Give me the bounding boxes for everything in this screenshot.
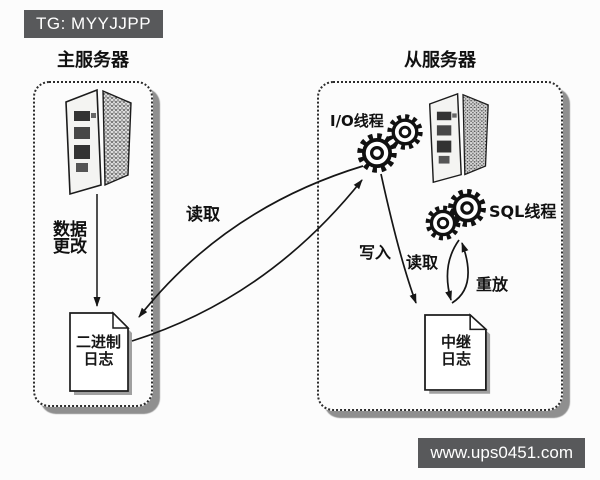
replay-label: 重放 [476, 275, 509, 294]
relay-log-line2: 日志 [440, 350, 471, 368]
read-relay-label: 读取 [406, 253, 439, 272]
relay-log-line1: 中继 [440, 333, 471, 351]
binary-log-label: 二进制日志 [70, 334, 127, 368]
website-watermark-badge: www.ups0451.com [418, 438, 585, 468]
relay-read-arrow [445, 239, 460, 301]
write-arrow [380, 173, 417, 304]
master-server-box [33, 81, 153, 407]
binary-log-line1: 二进制 [75, 333, 121, 351]
replay-arrow [451, 242, 469, 304]
read-data-arrow [131, 179, 363, 342]
io-thread-label: I/O线程 [330, 112, 384, 130]
slave-server-tower-icon [428, 93, 489, 183]
sql-thread-label: SQL线程 [489, 202, 557, 221]
data-change-label: 数据更改 [50, 222, 90, 256]
read-binlog-label: 读取 [186, 205, 220, 225]
write-label: 写入 [359, 243, 392, 262]
slave-server-title: 从服务器 [404, 50, 476, 71]
telegram-watermark-badge: TG: MYYJJPP [24, 10, 164, 38]
data-change-line1: 数据 [53, 220, 87, 240]
master-server-title: 主服务器 [57, 50, 129, 71]
data-change-line2: 更改 [53, 237, 87, 257]
relay-log-label: 中继日志 [425, 334, 487, 368]
read-request-arrow [138, 165, 364, 318]
sql-thread-gears-icon [429, 192, 483, 237]
slave-server-box [317, 81, 563, 411]
master-server-tower-icon [65, 89, 132, 195]
binary-log-line2: 日志 [83, 350, 114, 368]
